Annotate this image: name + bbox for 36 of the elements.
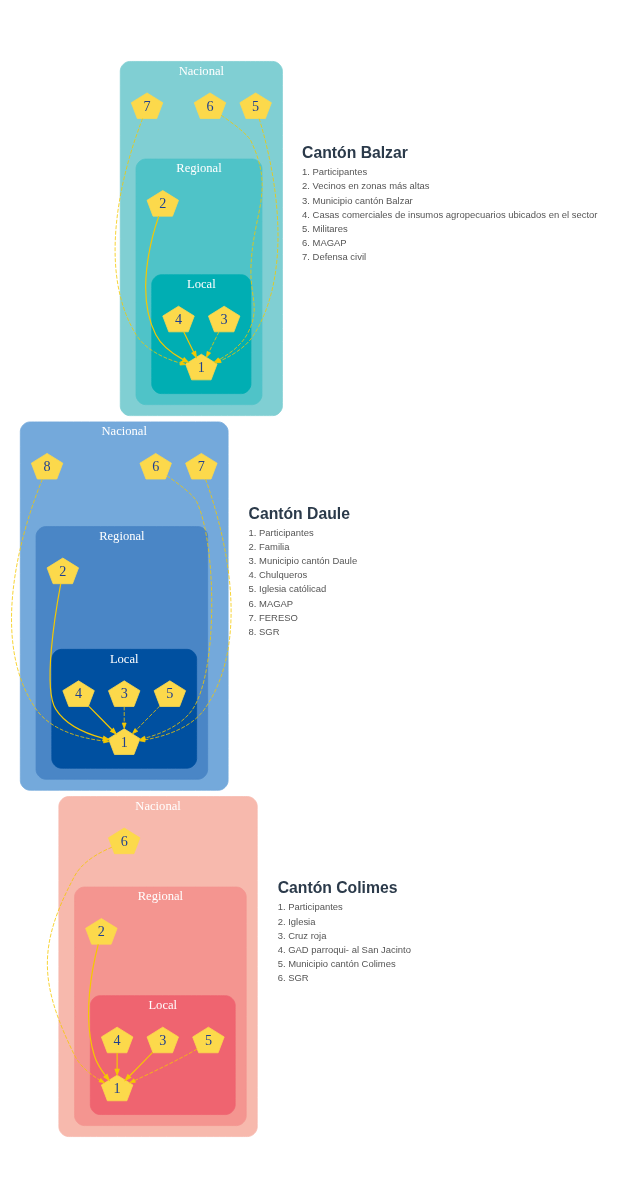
node-label: 3. Municipio cantón Daule bbox=[248, 555, 358, 567]
node-label: 8. SGR bbox=[248, 625, 280, 637]
arrow bbox=[114, 118, 187, 366]
node-label: 6. SGR bbox=[277, 972, 309, 984]
arrow bbox=[88, 943, 111, 1082]
node-label: 5. Militares bbox=[302, 222, 348, 234]
arrow bbox=[88, 705, 118, 736]
node-label: 3. Municipio cantón Balzar bbox=[302, 194, 413, 206]
node-label: 4. Chulqueros bbox=[248, 569, 308, 581]
arrow bbox=[114, 1052, 120, 1077]
node-label: 4. GAD parroqui- al San Jacinto bbox=[277, 943, 411, 955]
node-label: 7. Defensa civil bbox=[302, 251, 367, 263]
node-label: Cantón Colimes bbox=[277, 879, 398, 897]
node-label: 3. Cruz roja bbox=[277, 929, 327, 941]
arrow bbox=[145, 215, 190, 364]
arrow bbox=[183, 331, 197, 359]
node-label: 5. Iglesia católicad bbox=[248, 583, 327, 595]
node-label: 6. MAGAP bbox=[302, 237, 347, 249]
node-label: Cantón Daule bbox=[248, 504, 350, 522]
node-label: 2. Familia bbox=[248, 540, 290, 552]
node-label: 1. Participantes bbox=[248, 526, 314, 538]
arrow bbox=[132, 705, 161, 735]
node-label: 7. FERESO bbox=[248, 611, 298, 623]
arrow bbox=[124, 1051, 154, 1082]
node-label: 2. Vecinos en zonas más altas bbox=[302, 180, 430, 192]
node-label: 2. Iglesia bbox=[277, 915, 316, 927]
node-label: 6. MAGAP bbox=[248, 597, 294, 609]
node-label: 4. Casas comerciales de insumos agropecuarios ubicados en el sector bbox=[302, 208, 598, 220]
arrow bbox=[206, 331, 220, 358]
node-label: 5. Municipio cantón Colimes bbox=[277, 958, 396, 970]
node-label: 1. Participantes bbox=[277, 901, 343, 913]
arrow bbox=[129, 1048, 198, 1084]
arrow bbox=[46, 846, 113, 1084]
arrow bbox=[121, 706, 127, 729]
node-label: 1. Participantes bbox=[302, 166, 368, 178]
node-label: Cantón Balzar bbox=[302, 144, 408, 162]
